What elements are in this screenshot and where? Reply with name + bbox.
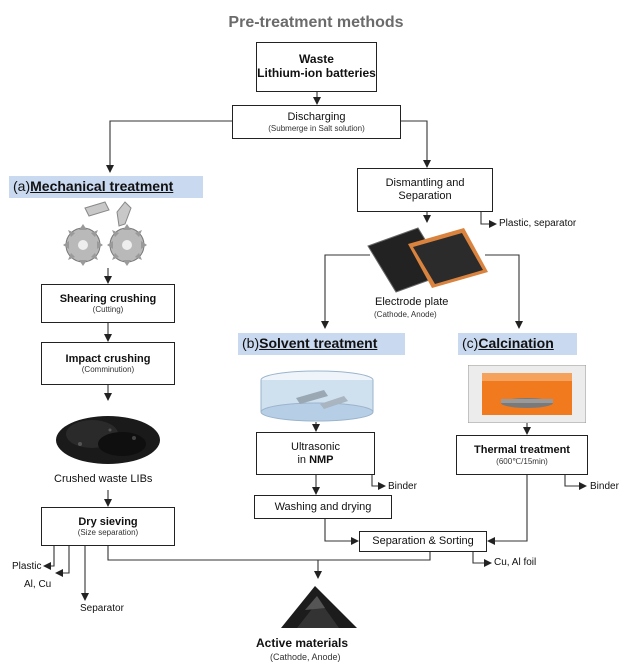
calcination-title: Calcination: [478, 335, 554, 351]
impact-crushing-box: Impact crushing (Comminution): [41, 342, 175, 385]
dismantling-line2: Separation: [398, 190, 452, 202]
output-plastic: Plastic: [12, 561, 42, 572]
impact-sub: (Comminution): [81, 365, 135, 375]
solvent-prefix: (b): [242, 335, 260, 351]
washing-label: Washing and drying: [274, 500, 372, 513]
active-materials-image: [281, 586, 357, 628]
waste-lib-box: Waste Lithium-ion batteries: [256, 42, 377, 92]
solvent-beaker-image: [260, 370, 374, 422]
dismantling-line1: Dismantling and: [385, 177, 465, 190]
calcination-prefix: (c): [462, 335, 479, 351]
waste-line2: Lithium-ion batteries: [257, 66, 376, 80]
solvent-header: (b)Solvent treatment: [238, 333, 405, 355]
output-al-cu: Al, Cu: [24, 579, 52, 590]
sieving-sub: (Size separation): [77, 528, 139, 538]
output-cu-al-foil: Cu, Al foil: [494, 557, 537, 568]
crushed-libs-image: [56, 416, 160, 464]
calcination-header: (c)Calcination: [458, 333, 577, 355]
diagram-title: Pre-treatment methods: [228, 14, 404, 31]
furnace-image: [468, 365, 586, 423]
electrode-plate-image: [367, 227, 488, 293]
shearing-crushing-box: Shearing crushing (Cutting): [41, 284, 175, 323]
calcination-binder-label: Binder: [590, 481, 619, 492]
thermal-treatment-box: Thermal treatment (600℃/15min): [456, 435, 588, 475]
discharging-box: Discharging (Submerge in Salt solution): [232, 105, 401, 139]
impact-label: Impact crushing: [65, 352, 151, 365]
active-materials-label: Active materials: [256, 636, 349, 650]
mechanical-header: (a)Mechanical treatment: [9, 176, 203, 198]
shearing-label: Shearing crushing: [59, 292, 157, 305]
ultrasonic-line1: Ultrasonic: [291, 440, 340, 453]
crusher-blades-image: [63, 201, 147, 266]
shearing-sub: (Cutting): [92, 305, 124, 315]
output-plastic-separator: Plastic, separator: [499, 218, 577, 229]
sieving-label: Dry sieving: [78, 515, 138, 528]
electrode-label: Electrode plate: [375, 296, 449, 308]
output-separator: Separator: [80, 603, 124, 614]
separation-sorting-box: Separation & Sorting: [359, 531, 487, 552]
washing-drying-box: Washing and drying: [254, 495, 392, 519]
electrode-sub: (Cathode, Anode): [374, 310, 437, 319]
discharging-sub: (Submerge in Salt solution): [268, 123, 365, 133]
discharging-label: Discharging: [287, 111, 346, 124]
thermal-sub: (600℃/15min): [496, 456, 548, 466]
mechanical-prefix: (a): [13, 178, 31, 194]
solvent-binder-label: Binder: [388, 481, 417, 492]
solvent-title: Solvent treatment: [259, 335, 378, 351]
dismantling-box: Dismantling and Separation: [357, 168, 493, 212]
mechanical-title: Mechanical treatment: [30, 178, 174, 194]
ultrasonic-line2-pre: in: [297, 453, 310, 466]
waste-line1: Waste: [299, 52, 334, 67]
separation-label: Separation & Sorting: [372, 535, 474, 548]
active-materials-sub: (Cathode, Anode): [270, 652, 341, 662]
thermal-label: Thermal treatment: [474, 444, 570, 457]
ultrasonic-line2-bold: NMP: [309, 453, 334, 466]
dry-sieving-box: Dry sieving (Size separation): [41, 507, 175, 546]
crushed-libs-label: Crushed waste LIBs: [54, 473, 153, 485]
ultrasonic-nmp-box: Ultrasonic in NMP: [256, 432, 375, 475]
